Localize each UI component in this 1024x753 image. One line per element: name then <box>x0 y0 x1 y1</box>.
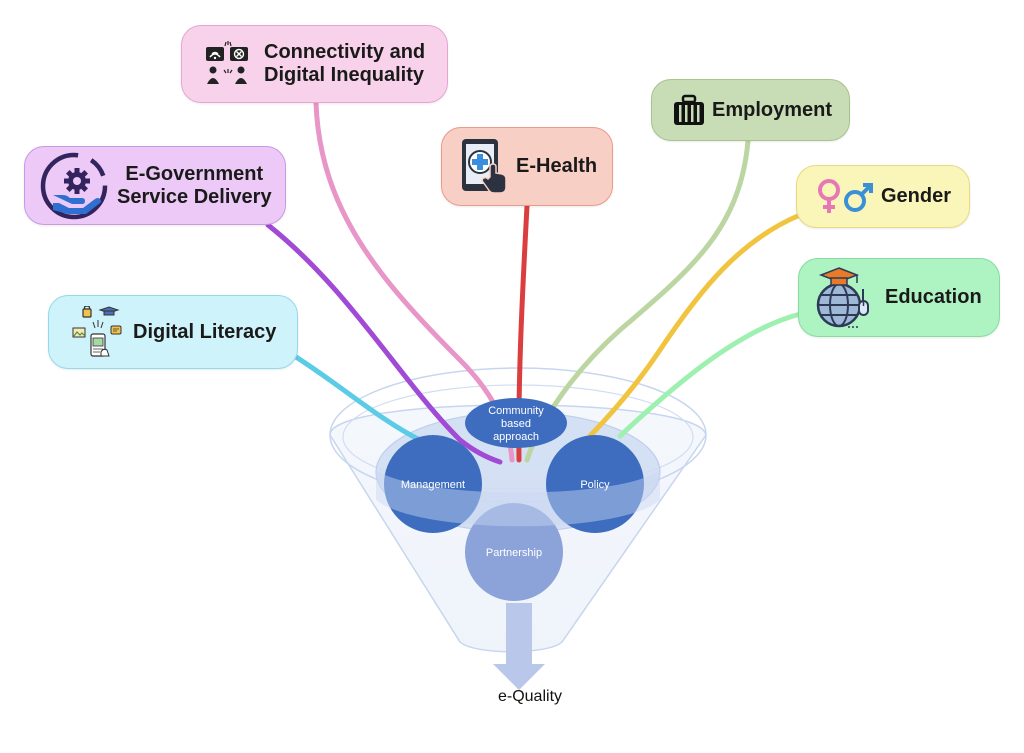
connector-gender <box>587 212 803 439</box>
category-egov-label: E-Government Service Delivery <box>117 163 272 209</box>
category-ehealth: E-Health <box>441 127 613 206</box>
output-arrow-head <box>493 664 545 690</box>
globe-graduation-cap-icon <box>813 265 879 331</box>
gender-symbols-icon <box>817 177 875 217</box>
connector-literacy <box>293 354 423 443</box>
circle-partnership-label: Partnership <box>486 547 542 559</box>
category-education: Education <box>798 258 1000 337</box>
tablet-medical-cross-icon <box>460 137 508 197</box>
hand-gear-icon <box>39 151 109 221</box>
category-egov-label-line1: E-Government <box>125 162 264 185</box>
circle-community-label-1: Community <box>488 405 544 417</box>
category-literacy-label: Digital Literacy <box>133 320 277 343</box>
category-egov: E-Government Service Delivery <box>24 146 286 225</box>
category-egov-label-line2: Service Delivery <box>117 185 272 208</box>
digital-literacy-icon <box>71 306 123 358</box>
category-gender: Gender <box>796 165 970 228</box>
connectivity-people-icon <box>204 40 252 88</box>
category-connectivity-label-line2: Digital Inequality <box>264 64 425 86</box>
funnel-circles: Community based approach Management Poli… <box>376 398 660 601</box>
circle-partnership <box>465 503 563 601</box>
circle-community-label-2: based <box>501 418 531 430</box>
connector-education <box>617 311 803 439</box>
circle-management <box>384 435 482 533</box>
category-ehealth-label: E-Health <box>516 155 598 177</box>
category-employment-label: Employment <box>712 98 833 121</box>
category-literacy: Digital Literacy <box>48 295 298 369</box>
circle-policy-label: Policy <box>580 479 610 491</box>
connector-egov <box>265 222 503 465</box>
output-arrow <box>493 603 545 690</box>
briefcase-icon <box>672 93 706 127</box>
category-connectivity: Connectivity and Digital Inequality <box>181 25 448 103</box>
category-connectivity-label-line1: Connectivity and <box>264 41 426 63</box>
circle-management-label: Management <box>401 479 465 491</box>
output-label: e-Quality <box>497 688 563 705</box>
circle-policy <box>546 435 644 533</box>
circle-community <box>465 398 567 448</box>
funnel-translucent-band <box>376 470 660 527</box>
output-arrow-shaft <box>506 603 532 665</box>
category-connectivity-label: Connectivity and Digital Inequality <box>264 41 425 87</box>
category-education-label: Education <box>885 286 982 308</box>
category-employment: Employment <box>651 79 850 141</box>
circle-community-label-3: approach <box>493 431 539 443</box>
category-gender-label: Gender <box>881 185 952 207</box>
